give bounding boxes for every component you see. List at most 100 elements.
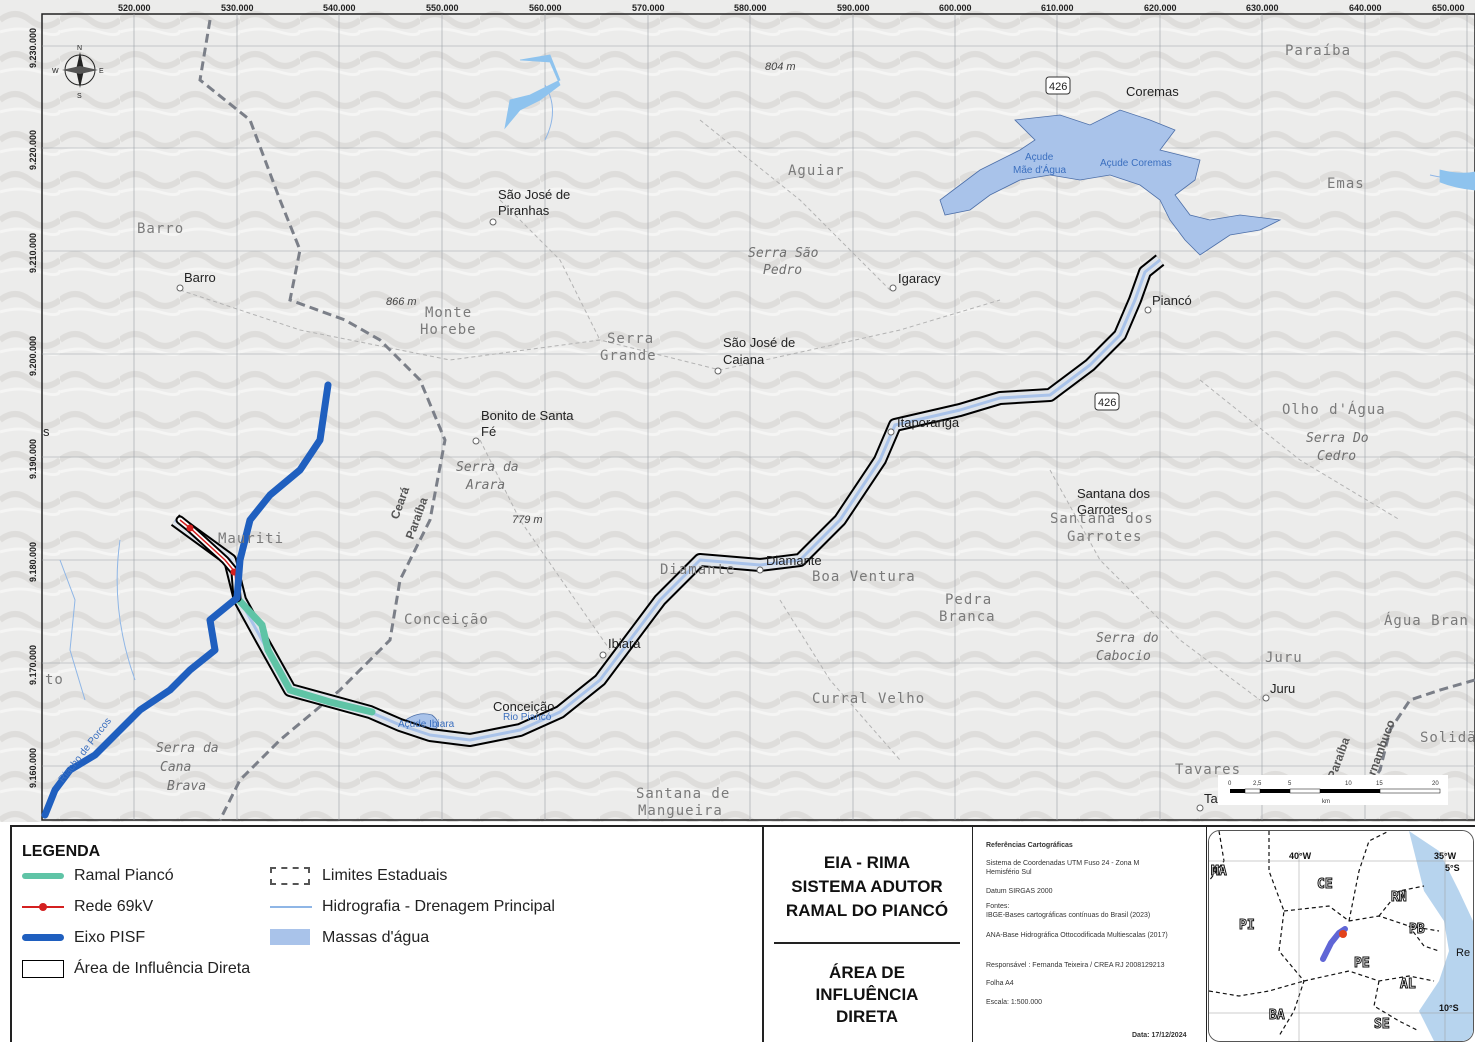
inset-state-borders: [1209, 831, 1440, 1037]
town-label: Bonito de Santa: [481, 408, 574, 423]
region-label: Serra: [607, 331, 654, 347]
region-label: Santana de: [636, 786, 730, 802]
compass-e: E: [99, 68, 104, 75]
inset-state-label: AL: [1400, 977, 1416, 992]
x-tick-label: 620.000: [1144, 3, 1177, 13]
serra-label: Serra da: [456, 460, 519, 475]
references-hemisphere: Hemisfério Sul: [986, 869, 1032, 876]
water-label: Açude Coremas: [1100, 158, 1172, 169]
serra-label: Cana: [160, 760, 191, 775]
y-tick-label: 9.190.000: [28, 439, 38, 479]
town-dot: [176, 284, 184, 292]
scale-seg: [1230, 789, 1245, 793]
legend-item-ramal-pianco: Ramal Piancó: [22, 867, 174, 885]
area-influencia-symbol: [22, 960, 64, 978]
region-label: Juru: [1265, 650, 1303, 666]
inset-state-label: BA: [1269, 1008, 1285, 1023]
basemap-relief: [0, 0, 1475, 822]
region-label: Pedra: [945, 592, 992, 608]
ramal-pianco-line: [233, 594, 376, 716]
scale-seg: [1289, 788, 1321, 794]
town-dot: [889, 284, 897, 292]
region-label: Aguiar: [788, 163, 845, 179]
inset-state-label: PI: [1239, 918, 1255, 933]
region-label: Grande: [600, 348, 657, 364]
compass-s: S: [77, 93, 82, 100]
region-label: to: [45, 672, 64, 688]
town-label: Diamante: [766, 553, 822, 568]
highway-label: 426: [1049, 81, 1067, 93]
serra-label: Cabocio: [1096, 649, 1151, 664]
town-label: São José de: [498, 187, 570, 202]
x-axis-ticks: 520.000 530.000 540.000 550.000 560.000 …: [118, 3, 1465, 13]
limites-symbol: [270, 867, 312, 885]
inset-lat-label: 10°S: [1439, 1003, 1459, 1013]
region-label: Santana dos: [1050, 511, 1154, 527]
inset-state-label: SE: [1374, 1017, 1390, 1032]
region-label: Olho d'Água: [1282, 401, 1386, 418]
x-tick-label: 570.000: [632, 3, 665, 13]
highway-label: 426: [1098, 397, 1116, 409]
inset-lon-label: 40°W: [1289, 851, 1312, 861]
region-label: Barro: [137, 221, 184, 237]
compass-rose: N S E W: [52, 45, 104, 100]
town-label: Itaporanga: [897, 415, 960, 430]
x-tick-label: 520.000: [118, 3, 151, 13]
title-line-3: RAMAL DO PIANCÓ: [785, 901, 949, 920]
town-label: s: [43, 424, 50, 439]
compass-needle-ew: [62, 66, 98, 74]
legend-label: Hidrografia - Drenagem Principal: [322, 898, 555, 915]
town-dot: [714, 367, 722, 375]
water-label: Açude Ibiara: [398, 719, 455, 730]
water-label: Mãe d'Água: [1013, 163, 1066, 176]
map-border: [41, 13, 1475, 821]
scale-tick: 20: [1432, 781, 1439, 787]
town-label: São José de: [723, 335, 795, 350]
y-tick-label: 9.180.000: [28, 542, 38, 582]
ramal-pianco-symbol: [22, 867, 64, 885]
roads: [179, 119, 1401, 761]
region-label: Mauriti: [218, 531, 284, 547]
rede-69kv-point: [186, 524, 194, 532]
inset-canvas: 40°W 35°W 5°S 10°S MA CE RN PB PI PE AL …: [1209, 831, 1473, 1041]
x-tick-label: 530.000: [221, 3, 254, 13]
town-label: Coremas: [1126, 84, 1179, 99]
town-label: Igaracy: [898, 271, 941, 286]
x-tick-label: 580.000: [734, 3, 767, 13]
references-ana: ANA-Base Hidrográfica Ottocodificada Mul…: [986, 932, 1168, 939]
inset-state-label: PB: [1409, 922, 1425, 937]
elevation-label: 779 m: [512, 514, 543, 526]
region-label: Monte: [425, 305, 472, 321]
serra-labels: Serra São Pedro Serra da Arara Serra Do …: [156, 246, 1369, 794]
legend-item-limites: Limites Estaduais: [270, 867, 447, 885]
elevation-label: 866 m: [386, 296, 417, 308]
y-tick-label: 9.230.000: [28, 28, 38, 68]
town-dot: [599, 651, 607, 659]
elevation-label: 804 m: [765, 61, 796, 73]
eixo-pisf-symbol: [22, 929, 64, 947]
serra-label: Pedro: [763, 263, 802, 278]
town-label: Piancó: [1152, 293, 1192, 308]
rede-69kv-symbol: [22, 898, 64, 916]
map-frame[interactable]: 520.000 530.000 540.000 550.000 560.000 …: [0, 0, 1475, 822]
inset-state-labels: MA CE RN PB PI PE AL BA SE: [1211, 864, 1426, 1033]
inset-ocean: [1409, 831, 1473, 1041]
legend-item-eixo-pisf: Eixo PISF: [22, 929, 145, 947]
legend-item-hidrografia: Hidrografia - Drenagem Principal: [270, 898, 555, 916]
y-tick-label: 9.220.000: [28, 130, 38, 170]
title-line-4: ÁREA DE: [829, 963, 905, 982]
region-label: Branca: [939, 609, 996, 625]
x-tick-label: 610.000: [1041, 3, 1074, 13]
town-label: Juru: [1270, 681, 1295, 696]
y-tick-label: 9.160.000: [28, 748, 38, 788]
title-line-1: EIA - RIMA: [823, 853, 911, 872]
region-label: Tavares: [1175, 762, 1241, 778]
y-axis-ticks: 9.230.000 9.220.000 9.210.000 9.200.000 …: [28, 28, 38, 788]
x-tick-label: 640.000: [1349, 3, 1382, 13]
map-canvas[interactable]: 520.000 530.000 540.000 550.000 560.000 …: [0, 0, 1475, 822]
inset-state-label: CE: [1317, 877, 1333, 892]
bottom-panel: [10, 825, 1475, 1044]
compass-n: N: [77, 45, 82, 52]
references-folha: Folha A4: [986, 980, 1014, 987]
x-tick-label: 630.000: [1246, 3, 1279, 13]
